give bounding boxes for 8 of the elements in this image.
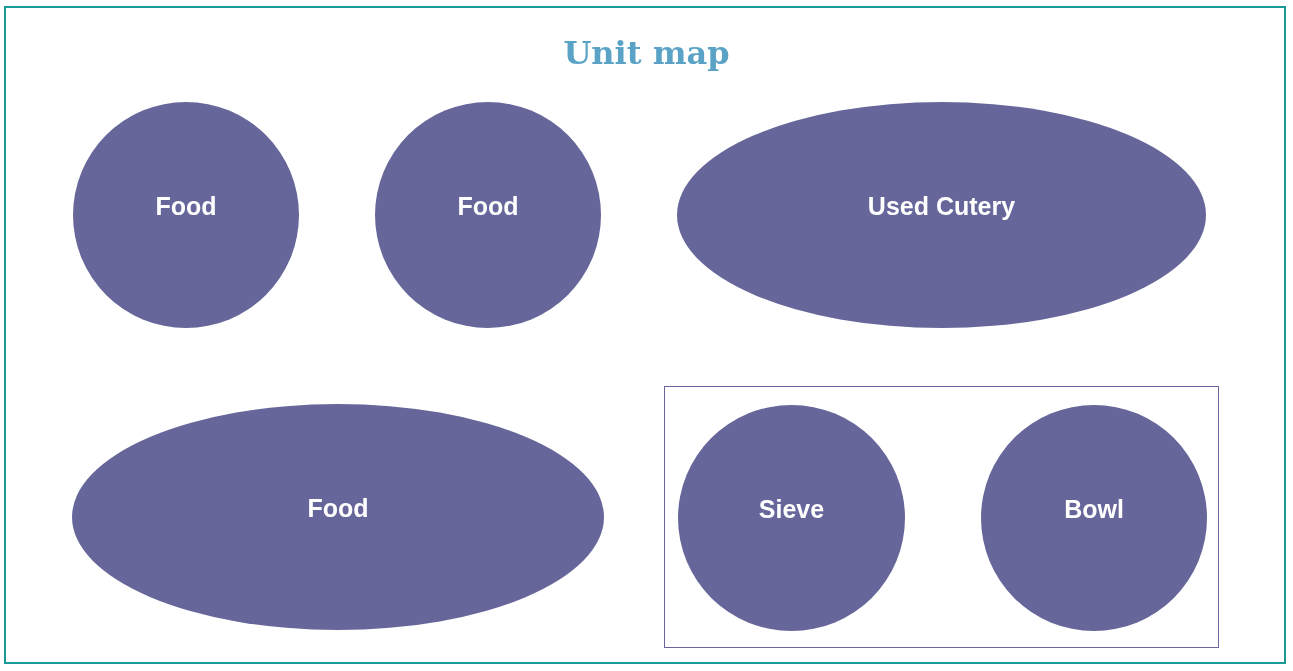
node-label: Food bbox=[307, 493, 369, 523]
node-label: Used Cutery bbox=[867, 191, 1016, 221]
node-label: Food bbox=[155, 191, 217, 221]
node-label: Sieve bbox=[758, 494, 825, 524]
node-label: Bowl bbox=[1064, 494, 1124, 524]
node-label: Food bbox=[457, 191, 519, 221]
group-frame bbox=[664, 386, 1219, 648]
diagram-title: Unit map bbox=[563, 34, 730, 72]
